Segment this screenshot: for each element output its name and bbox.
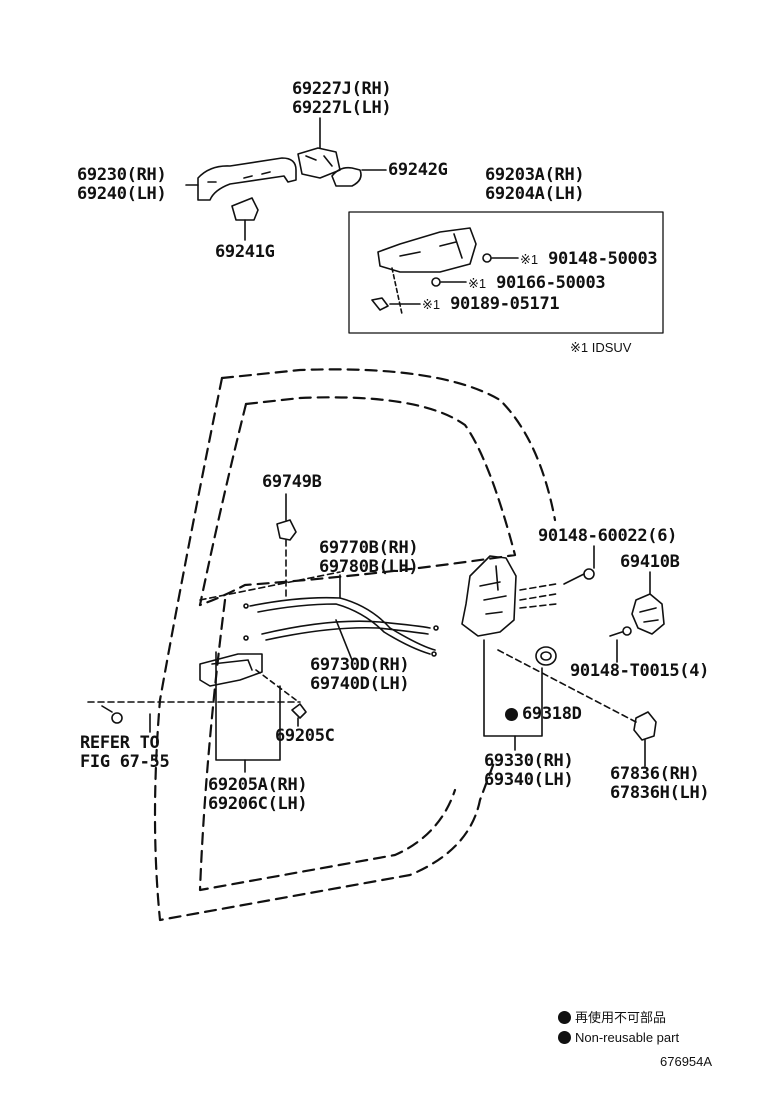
note-idsuv: ※1 IDSUV — [570, 340, 631, 355]
leader-69730 — [335, 619, 353, 661]
label-69318d: 69318D — [505, 705, 582, 724]
legend-jp: 再使用不可部品 — [558, 1010, 666, 1025]
label-69730d-rh: 69730D(RH) — [310, 655, 410, 675]
cover-67836 — [633, 711, 657, 741]
door-outline — [153, 368, 557, 922]
outer-handle — [197, 157, 297, 201]
label-90189-05171: 90189-05171 — [450, 294, 560, 314]
clip-69749 — [276, 519, 297, 541]
legend-en-text: Non-reusable part — [575, 1030, 680, 1045]
pad-69242 — [331, 166, 362, 187]
label-69205a-rh: 69205A(RH) — [208, 775, 308, 795]
note-text: IDSUV — [591, 340, 632, 355]
bolt-60022-shaft — [563, 573, 585, 585]
screw-refer-icon — [111, 712, 123, 724]
lock-dashes — [497, 583, 637, 723]
label-bolt2: ※1 90166-50003 — [468, 273, 606, 293]
handle-dash — [255, 669, 297, 701]
label-69227-rh: 69227J(RH) — [292, 79, 392, 99]
cable-leader-69770 — [199, 571, 341, 601]
bolt-90148-50003-icon — [482, 253, 492, 263]
door-lock — [461, 555, 517, 637]
inside-handle — [199, 653, 263, 687]
label-69780b-lh: 69780B(LH) — [319, 557, 419, 577]
label-69206c-lh: 69206C(LH) — [208, 794, 308, 814]
label-refer-line1: REFER TO — [80, 733, 160, 753]
label-69340-lh: 69340(LH) — [484, 770, 574, 790]
bolt-t0015-icon — [622, 626, 632, 636]
handle-frame — [377, 227, 477, 273]
bolt-60022-icon — [583, 568, 595, 580]
label-69203a-rh: 69203A(RH) — [485, 165, 585, 185]
label-refer-line2: FIG 67-55 — [80, 752, 170, 772]
grommet-69318 — [535, 646, 557, 666]
label-69241g: 69241G — [215, 242, 275, 262]
cables — [243, 596, 439, 657]
clip-69205c — [291, 703, 307, 719]
frame-dash — [391, 267, 403, 315]
note-mark: ※1 — [468, 276, 487, 291]
bolt-90166-50003-icon — [431, 277, 441, 287]
label-bolt3: ※1 90189-05171 — [422, 294, 560, 314]
frame-box — [348, 211, 664, 334]
label-90166-50003: 90166-50003 — [496, 273, 606, 293]
label-69204a-lh: 69204A(LH) — [485, 184, 585, 204]
pad-69241 — [231, 197, 259, 221]
label-69227-lh: 69227L(LH) — [292, 98, 392, 118]
note-mark: ※1 — [422, 297, 441, 312]
non-reusable-dot-icon — [505, 708, 518, 721]
legend-en: Non-reusable part — [558, 1030, 679, 1045]
label-69330-rh: 69330(RH) — [484, 751, 574, 771]
label-69230-rh: 69230(RH) — [77, 165, 167, 185]
label-90148-60022: 90148-60022(6) — [538, 526, 678, 546]
label-90148-50003: 90148-50003 — [548, 249, 658, 269]
label-69318d-text: 69318D — [522, 704, 582, 724]
label-69242g: 69242G — [388, 160, 448, 180]
label-69770b-rh: 69770B(RH) — [319, 538, 419, 558]
label-67836-rh: 67836(RH) — [610, 764, 700, 784]
label-69410b: 69410B — [620, 552, 680, 572]
label-69205c: 69205C — [275, 726, 335, 746]
striker-69410 — [631, 593, 665, 635]
label-67836h-lh: 67836H(LH) — [610, 783, 710, 803]
bracket-69330 — [483, 639, 543, 737]
bolt-t0015-shaft — [609, 631, 623, 637]
label-69749b: 69749B — [262, 472, 322, 492]
label-69240-lh: 69240(LH) — [77, 184, 167, 204]
note-mark: ※1 — [520, 252, 539, 267]
label-69740d-lh: 69740D(LH) — [310, 674, 410, 694]
grommet-inner — [540, 651, 552, 661]
clip-90189-icon — [371, 297, 389, 311]
label-90148-t0015: 90148-T0015(4) — [570, 661, 710, 681]
bracket-69205 — [215, 651, 281, 761]
legend-dot-icon — [558, 1031, 571, 1044]
label-bolt1: ※1 90148-50003 — [520, 249, 658, 269]
legend-dot-icon — [558, 1011, 571, 1024]
legend-jp-text: 再使用不可部品 — [575, 1010, 667, 1025]
note-mark: ※1 — [570, 340, 589, 355]
figure-code: 676954A — [660, 1054, 713, 1069]
screw-shaft — [101, 705, 113, 713]
